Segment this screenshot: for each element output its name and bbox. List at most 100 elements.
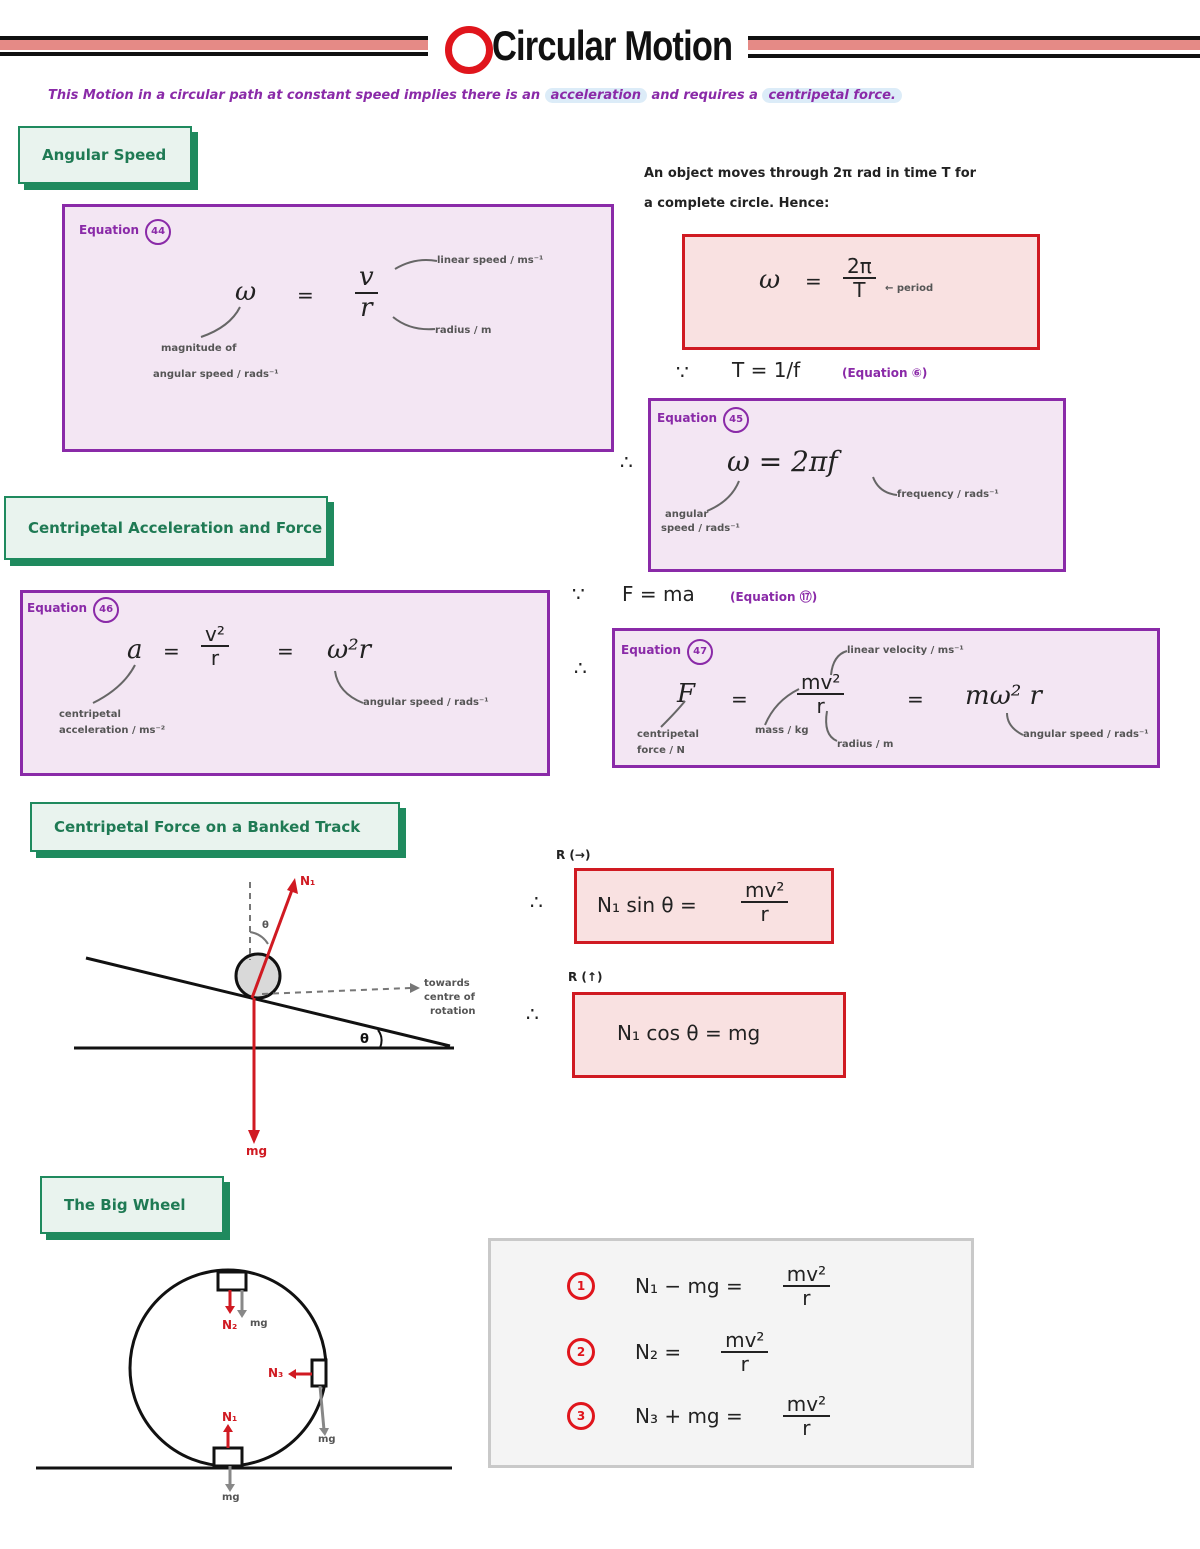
bottom-normal-arrow-head [223, 1424, 233, 1432]
acceleration-symbol: a [127, 635, 143, 665]
period-intro-line2: a complete circle. Hence: [644, 196, 830, 211]
annotation-arrows [92, 664, 364, 704]
equation-label: Equation 47 [621, 639, 714, 665]
note-angular-speed: angular speed / rads⁻¹ [363, 697, 489, 708]
note-omega-line2: speed / rads⁻¹ [661, 523, 740, 534]
resolve-vertical-label: R (↑) [568, 970, 603, 984]
row-number-badge: 2 [567, 1338, 595, 1366]
omega-squared-r: ω²r [327, 635, 372, 665]
intro-highlight-force: centripetal force. [762, 88, 902, 103]
tag-banked-track: Centripetal Force on a Banked Track [30, 802, 400, 852]
equation-label-text: Equation [79, 223, 140, 237]
omega-symbol: ω [759, 265, 781, 295]
row-lhs: N₃ + mg = [635, 1404, 743, 1428]
intro-prefix: This [48, 88, 79, 103]
angle-arc-incline [377, 1029, 383, 1049]
fraction-numerator: v [355, 263, 378, 294]
equation-label: Equation 45 [657, 407, 750, 433]
newton-second-law-label: (Equation ⑰) [730, 590, 818, 604]
intro-body: Motion in a circular path at constant sp… [82, 88, 541, 103]
banked-track-diagram [74, 878, 454, 1144]
therefore-symbol: ∴ [620, 450, 633, 474]
label-mg-side: mg [318, 1434, 336, 1445]
row-lhs: N₁ − mg = [635, 1274, 743, 1298]
equation-label-text: Equation [27, 601, 88, 615]
label-n2: N₂ [222, 1318, 238, 1332]
force-symbol: F [677, 679, 696, 709]
label-centre-line2: centre of [424, 992, 476, 1003]
header-bar-right-pink [748, 40, 1200, 50]
tag-big-wheel-label: The Big Wheel [64, 1196, 186, 1214]
row-lhs: N₂ = [635, 1340, 682, 1364]
equals-sign: = [163, 639, 180, 663]
weight-arrow-head [248, 1130, 260, 1144]
fraction-numerator: mv² [741, 879, 789, 903]
period-frequency-relation: T = 1/f [732, 358, 801, 382]
car-side [310, 1358, 328, 1388]
center-direction-dashed [261, 987, 411, 995]
header-line-left-bottom [0, 52, 428, 56]
note-angular-speed: angular speed / rads⁻¹ [1023, 729, 1149, 740]
note-linear-speed: linear speed / ms⁻¹ [437, 255, 544, 266]
vertical-resolution-box: N₁ cos θ = mg [572, 992, 846, 1078]
note-period: ← period [885, 283, 934, 294]
fraction-denominator: r [802, 1416, 811, 1440]
label-mg: mg [246, 1144, 268, 1158]
header-line-right [748, 36, 1200, 40]
equals-sign-2: = [907, 687, 924, 711]
tag-angular-speed: Angular Speed [18, 126, 192, 184]
angle-arc-small [249, 931, 269, 945]
tag-centripetal: Centripetal Acceleration and Force [4, 496, 328, 560]
therefore-symbol: ∴ [574, 656, 587, 680]
note-radius: radius / m [435, 325, 492, 336]
therefore-symbol: ∴ [530, 890, 543, 914]
equation-label-text: Equation [657, 411, 718, 425]
fraction-denominator: r [802, 1286, 811, 1310]
intro-mid: and requires a [651, 88, 758, 103]
label-theta: θ [360, 1032, 369, 1047]
fraction-numerator: mv² [797, 671, 845, 695]
top-normal-arrow-head [225, 1306, 235, 1314]
equation-number-badge: 45 [723, 407, 750, 433]
equation-number-badge: 47 [687, 639, 714, 665]
header-line-right-bottom [748, 54, 1200, 58]
annotation-arrows [706, 476, 898, 512]
omega-symbol: ω [235, 277, 257, 307]
fraction-denominator: r [740, 1352, 749, 1376]
note-acceleration-line2: acceleration / ms⁻² [59, 725, 166, 736]
side-weight-arrow [318, 1385, 326, 1431]
fraction-numerator: mv² [782, 1263, 831, 1287]
note-linear-velocity: linear velocity / ms⁻¹ [847, 645, 964, 656]
label-n1: N₁ [222, 1410, 238, 1424]
fraction-denominator: r [210, 646, 220, 670]
note-mass: mass / kg [755, 725, 809, 736]
side-normal-arrow-head [288, 1369, 296, 1379]
label-n3: N₃ [268, 1366, 284, 1380]
tag-big-wheel: The Big Wheel [40, 1176, 224, 1234]
row-number-badge: 3 [567, 1402, 595, 1430]
equation-number-badge: 44 [145, 219, 172, 245]
equation-label-text: Equation [621, 643, 682, 657]
fraction-numerator: mv² [782, 1393, 831, 1417]
incline-line [85, 956, 451, 1048]
label-theta-small: θ [262, 920, 269, 931]
tag-angular-speed-label: Angular Speed [42, 146, 167, 164]
equals-sign: = [297, 283, 314, 307]
side-weight-arrow-head [319, 1428, 329, 1436]
label-n1: N₁ [300, 874, 316, 888]
annotation-arrows [200, 259, 438, 338]
newton-second-law: F = ma [622, 582, 695, 606]
header-line-left [0, 36, 428, 40]
fraction-denominator: T [853, 278, 866, 302]
note-omega-line1: angular [665, 509, 709, 520]
